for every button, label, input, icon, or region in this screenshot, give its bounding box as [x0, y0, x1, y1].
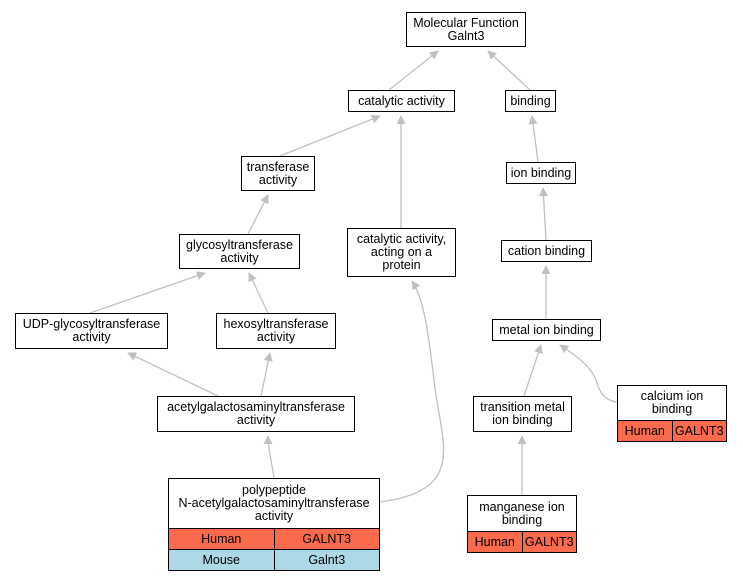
edge-catalytic-to-root	[388, 50, 439, 91]
ortholog-species: Human	[169, 529, 274, 549]
node-catalytic-activity[interactable]: catalytic activity	[348, 90, 455, 112]
ortholog-gene: GALNT3	[521, 532, 576, 552]
node-label: calcium ion binding	[640, 389, 704, 416]
edge-cation-to-ion-binding	[538, 187, 548, 241]
edge-transferase-to-catalytic	[279, 114, 381, 157]
node-label: transferase activity	[246, 159, 310, 187]
ortholog-row: Mouse Galnt3	[169, 549, 379, 570]
node-label: binding	[510, 93, 551, 108]
ortholog-gene: GALNT3	[671, 421, 726, 441]
edge-transition-to-metal	[523, 344, 543, 397]
node-label: UDP-glycosyltransferase activity	[22, 317, 161, 344]
node-calcium-ion-binding[interactable]: calcium ion binding Human GALNT3	[617, 385, 727, 442]
edge-binding-to-root	[487, 50, 531, 91]
ortholog-gene: Galnt3	[273, 550, 379, 570]
edge-polypeptide-to-catprotein	[379, 280, 445, 503]
node-binding[interactable]: binding	[505, 90, 556, 112]
edge-polypeptide-to-acetyl	[263, 435, 275, 479]
node-transition-metal-ion-binding[interactable]: transition metal ion binding	[473, 396, 572, 432]
ortholog-row: Human GALNT3	[468, 531, 576, 552]
edge-udp-to-glycosyl	[89, 271, 206, 314]
edge-ion-binding-to-binding	[528, 115, 539, 163]
node-cation-binding[interactable]: cation binding	[501, 240, 592, 262]
node-hexosyltransferase-activity[interactable]: hexosyltransferase activity	[216, 313, 336, 349]
node-label: catalytic activity, acting on a protein	[356, 232, 447, 272]
node-glycosyltransferase-activity[interactable]: glycosyltransferase activity	[179, 234, 300, 269]
node-ion-binding[interactable]: ion binding	[506, 162, 576, 184]
node-polypeptide-n-acetylgalactosaminyltransferase-activity[interactable]: polypeptide N-acetylgalactosaminyltransf…	[168, 478, 380, 571]
ortholog-row: Human GALNT3	[618, 420, 726, 441]
edge-calcium-to-metal	[559, 344, 618, 403]
node-catalytic-activity-on-protein[interactable]: catalytic activity, acting on a protein	[347, 228, 456, 277]
edge-acetyl-to-hexosyl	[260, 352, 273, 397]
node-label: transition metal ion binding	[480, 400, 565, 427]
node-label: catalytic activity	[358, 93, 445, 108]
node-label: manganese ion binding	[479, 499, 565, 527]
node-label: acetylgalactosaminyltransferase activity	[167, 400, 345, 427]
node-udp-glycosyltransferase-activity[interactable]: UDP-glycosyltransferase activity	[15, 313, 168, 349]
node-manganese-ion-binding[interactable]: manganese ion binding Human GALNT3	[467, 495, 577, 553]
node-label: glycosyltransferase activity	[186, 237, 293, 265]
node-label: Molecular Function Galnt3	[413, 15, 519, 43]
ortholog-species: Human	[618, 421, 672, 441]
node-molecular-function[interactable]: Molecular Function Galnt3	[406, 12, 526, 47]
edge-hexosyl-to-glycosyl	[248, 272, 269, 314]
ortholog-species: Mouse	[169, 550, 274, 570]
ortholog-row: Human GALNT3	[169, 528, 379, 549]
edge-glycosyl-to-transferase	[247, 194, 269, 235]
node-label: ion binding	[510, 165, 572, 180]
node-metal-ion-binding[interactable]: metal ion binding	[492, 319, 601, 341]
node-label: metal ion binding	[499, 322, 594, 337]
ortholog-species: Human	[468, 532, 522, 552]
node-label: cation binding	[507, 243, 586, 258]
edge-acetyl-to-udp	[127, 352, 219, 397]
node-transferase-activity[interactable]: transferase activity	[241, 156, 315, 191]
node-label: polypeptide N-acetylgalactosaminyltransf…	[178, 483, 370, 523]
node-acetylgalactosaminyltransferase-activity[interactable]: acetylgalactosaminyltransferase activity	[157, 396, 355, 432]
node-label: hexosyltransferase activity	[223, 317, 329, 344]
ortholog-gene: GALNT3	[273, 529, 379, 549]
